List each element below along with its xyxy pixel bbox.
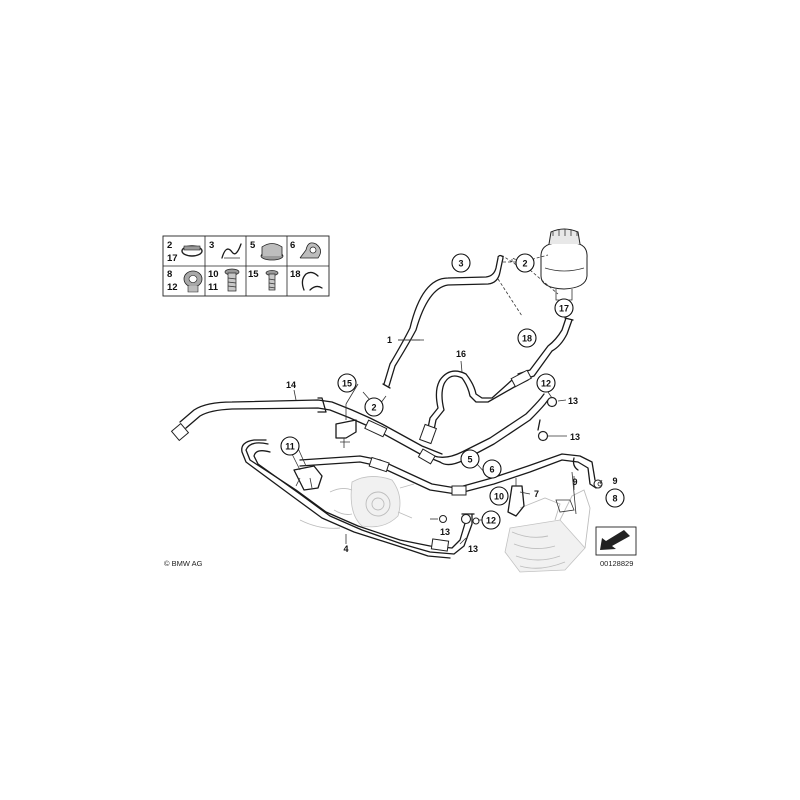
spring-clip-icon <box>221 243 242 259</box>
svg-text:12: 12 <box>486 516 496 526</box>
callout-18: 18 <box>517 328 537 348</box>
pressure-hose-14 <box>170 397 443 463</box>
pipe-clamp-icon <box>299 242 321 259</box>
legend-number: 2 <box>167 240 172 251</box>
mounting-bracket-7 <box>507 471 577 517</box>
label-13-c: 13 <box>440 527 450 537</box>
supply-hose <box>418 369 532 445</box>
svg-text:10: 10 <box>494 492 504 502</box>
callout-12-bottom: 12 <box>481 510 501 530</box>
sealing-ring-icon <box>183 270 203 293</box>
svg-text:2: 2 <box>522 259 527 269</box>
label-13-b: 13 <box>570 432 580 442</box>
diagram-id: 00128829 <box>600 559 633 568</box>
svg-text:17: 17 <box>559 304 569 314</box>
callout-10: 10 <box>489 486 509 506</box>
callout-5: 5 <box>460 449 480 469</box>
callout-leaders <box>293 339 603 545</box>
label-4: 4 <box>343 544 348 554</box>
label-7: 7 <box>534 489 539 499</box>
callout-3: 3 <box>451 253 471 273</box>
callout-15: 15 <box>337 373 357 393</box>
screw-icon <box>265 270 279 291</box>
label-9-a: 9 <box>572 477 577 487</box>
svg-text:8: 8 <box>612 494 617 504</box>
svg-text:18: 18 <box>522 334 532 344</box>
label-1: 1 <box>387 335 392 345</box>
svg-text:15: 15 <box>342 379 352 389</box>
legend-number: 18 <box>290 269 301 280</box>
label-9-b: 9 <box>612 476 617 486</box>
label-14: 14 <box>286 380 296 390</box>
legend-number: 11 <box>208 282 219 293</box>
legend-number: 6 <box>290 240 295 251</box>
label-13-a: 13 <box>568 396 578 406</box>
legend-number: 8 <box>167 269 172 280</box>
callout-2-top: 2 <box>515 253 535 273</box>
reservoir-hose <box>517 317 574 381</box>
callout-17: 17 <box>554 298 574 318</box>
label-16: 16 <box>456 349 466 359</box>
legend-number: 5 <box>250 240 256 251</box>
hex-bolt-icon <box>224 268 240 292</box>
legend-number: 3 <box>209 240 214 251</box>
callout-11: 11 <box>280 436 300 456</box>
return-hose <box>382 254 504 389</box>
power-steering-pump-ghost <box>299 476 415 529</box>
hose-clamp-icon <box>181 245 203 257</box>
label-13-d: 13 <box>468 544 478 554</box>
sealing-rings <box>439 481 603 525</box>
hose-clip-icon <box>301 271 323 291</box>
mounting-bracket-15 <box>335 404 357 448</box>
return-line-4 <box>241 439 475 559</box>
steering-gear-ghost <box>504 489 591 573</box>
copyright-text: © BMW AG <box>164 559 203 568</box>
svg-text:6: 6 <box>489 465 494 475</box>
svg-text:12: 12 <box>541 379 551 389</box>
svg-text:3: 3 <box>458 259 463 269</box>
svg-text:2: 2 <box>371 403 376 413</box>
svg-text:11: 11 <box>285 442 295 452</box>
metal-line-upper <box>417 393 558 466</box>
callout-2-mid: 2 <box>364 397 384 417</box>
callout-6: 6 <box>482 459 502 479</box>
legend-number: 17 <box>167 253 178 264</box>
legend-number: 15 <box>248 269 259 280</box>
callout-8: 8 <box>605 488 625 508</box>
callout-12-top: 12 <box>536 373 556 393</box>
direction-arrow-icon <box>595 526 637 556</box>
legend-number: 10 <box>208 269 219 280</box>
mounting-bracket-11 <box>291 453 323 491</box>
cap-nut-icon <box>260 243 284 261</box>
parts-legend: 2 17 3 5 6 8 12 <box>162 235 330 297</box>
svg-text:5: 5 <box>467 455 472 465</box>
fluid-reservoir <box>540 228 588 301</box>
legend-number: 12 <box>167 282 178 293</box>
